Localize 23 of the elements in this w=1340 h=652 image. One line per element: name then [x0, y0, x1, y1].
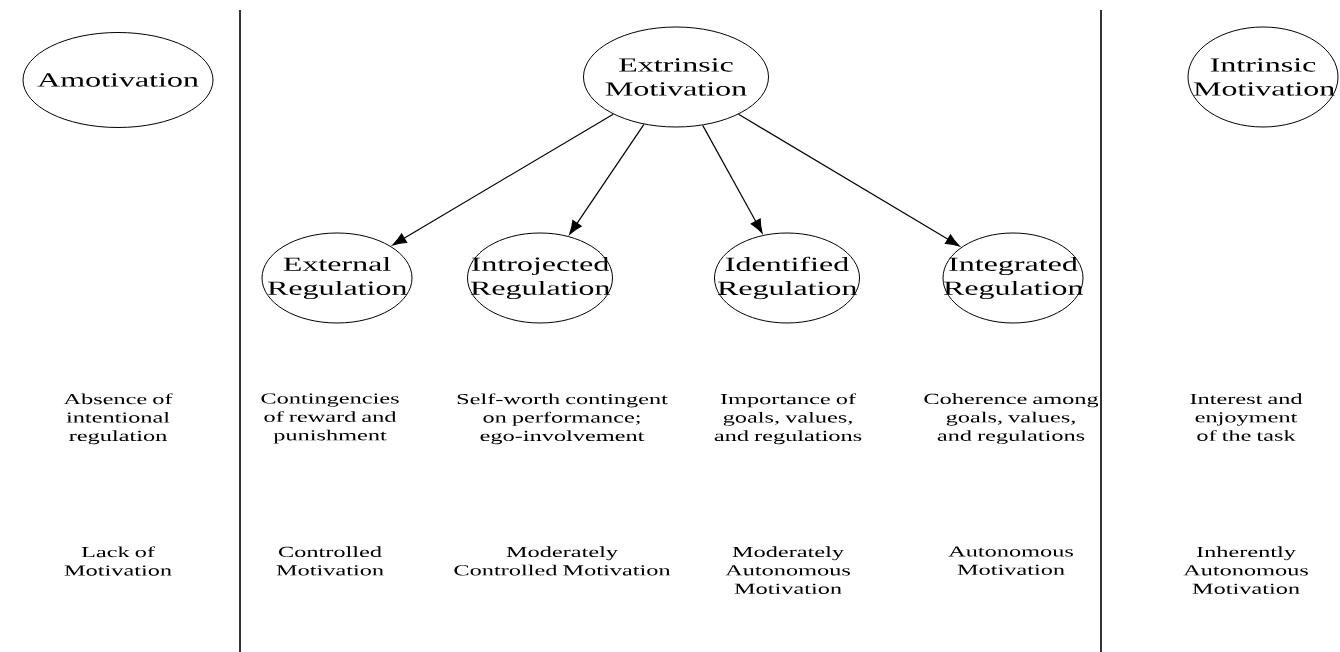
- description-text: Coherence among goals, values, and regulations: [924, 393, 1099, 445]
- ellipse-node: External Regulation: [261, 232, 413, 324]
- arrow: [738, 113, 960, 247]
- description-text: Lack of Motivation: [64, 546, 172, 576]
- ellipse-node: Amotivation: [22, 32, 214, 128]
- description-text: Self-worth contingent on performance; ego-involvement: [457, 393, 668, 445]
- arrow: [569, 123, 645, 235]
- description-text: Inherently Autonomous Motivation: [1183, 546, 1308, 594]
- ellipse-node: Integrated Regulation: [942, 232, 1084, 324]
- description-text: Controlled Motivation: [276, 546, 384, 576]
- description-text: Absence of intentional regulation: [63, 393, 173, 445]
- ellipse-node: Identified Regulation: [714, 232, 860, 324]
- description-text: Autonomous Motivation: [948, 546, 1073, 575]
- description-text: Importance of goals, values, and regulations: [714, 393, 862, 445]
- description-text: Contingencies of reward and punishment: [261, 393, 399, 444]
- description-text: Interest and enjoyment of the task: [1190, 393, 1303, 441]
- arrow: [392, 113, 614, 246]
- description-text: Moderately Autonomous Motivation: [725, 546, 850, 594]
- ellipse-node: Introjected Regulation: [467, 232, 613, 324]
- ellipse-node: Intrinsic Motivation: [1187, 26, 1339, 128]
- description-text: Moderately Controlled Motivation: [454, 546, 671, 576]
- arrow: [702, 124, 763, 234]
- ellipse-node: Extrinsic Motivation: [583, 26, 769, 128]
